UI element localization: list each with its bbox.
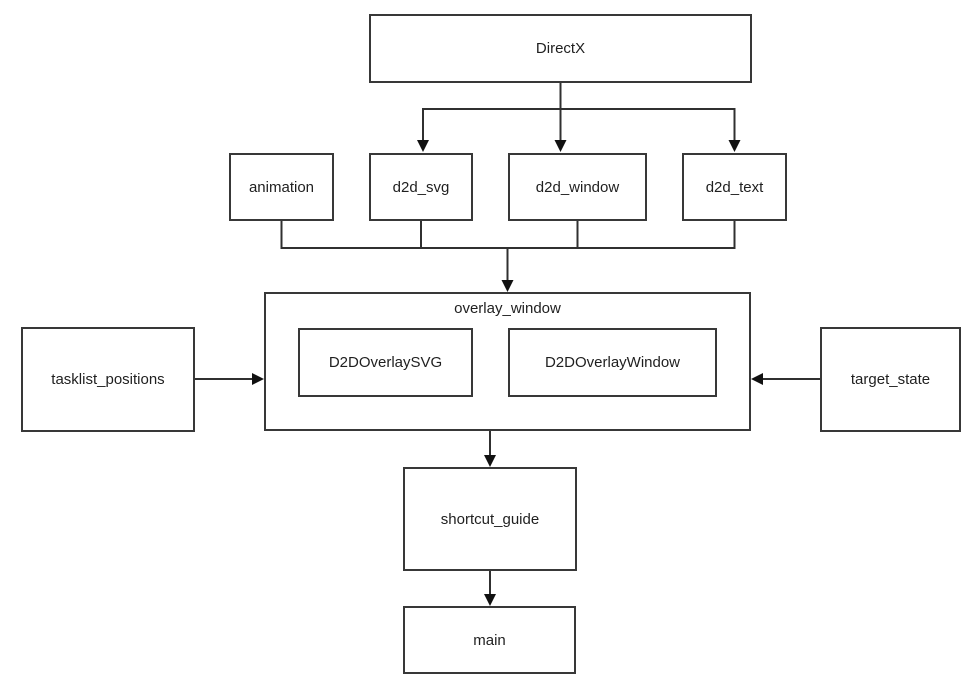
arrowhead-into-d2d-window: [554, 140, 567, 152]
node-main-label: main: [473, 631, 506, 649]
node-overlay-window-label: overlay_window: [454, 300, 561, 317]
node-main: main: [403, 606, 576, 674]
node-d2d-overlay-svg: D2DOverlaySVG: [298, 328, 473, 397]
arrowhead-into-d2d-svg: [417, 140, 429, 152]
node-tasklist-positions: tasklist_positions: [21, 327, 195, 432]
node-shortcut-guide-label: shortcut_guide: [440, 510, 540, 528]
node-animation-label: animation: [248, 178, 315, 196]
node-d2d-window-label: d2d_window: [535, 178, 620, 196]
node-d2d-text-label: d2d_text: [705, 178, 764, 196]
node-directx: DirectX: [369, 14, 752, 83]
node-d2d-text: d2d_text: [682, 153, 787, 221]
node-target-state-label: target_state: [850, 371, 931, 388]
arrowhead-into-d2d-text: [728, 140, 741, 152]
arrowhead-tasklist-overlay: [252, 373, 264, 385]
node-tasklist-positions-label: tasklist_positions: [51, 371, 165, 388]
node-overlay-window: overlay_window: [264, 292, 751, 431]
node-d2d-overlay-window-label: D2DOverlayWindow: [544, 354, 681, 371]
node-directx-label: DirectX: [535, 40, 586, 57]
arrowhead-into-shortcut-guide: [484, 455, 496, 467]
arrowhead-targetstate-overlay: [751, 373, 763, 385]
node-d2d-overlay-svg-label: D2DOverlaySVG: [328, 354, 443, 371]
node-d2d-overlay-window: D2DOverlayWindow: [508, 328, 717, 397]
node-d2d-svg-label: d2d_svg: [392, 178, 450, 196]
node-d2d-svg: d2d_svg: [369, 153, 473, 221]
node-animation: animation: [229, 153, 334, 221]
node-target-state: target_state: [820, 327, 961, 432]
node-shortcut-guide: shortcut_guide: [403, 467, 577, 571]
arrowhead-into-overlay-window: [501, 280, 514, 292]
arrowhead-into-main: [484, 594, 496, 606]
node-d2d-window: d2d_window: [508, 153, 647, 221]
